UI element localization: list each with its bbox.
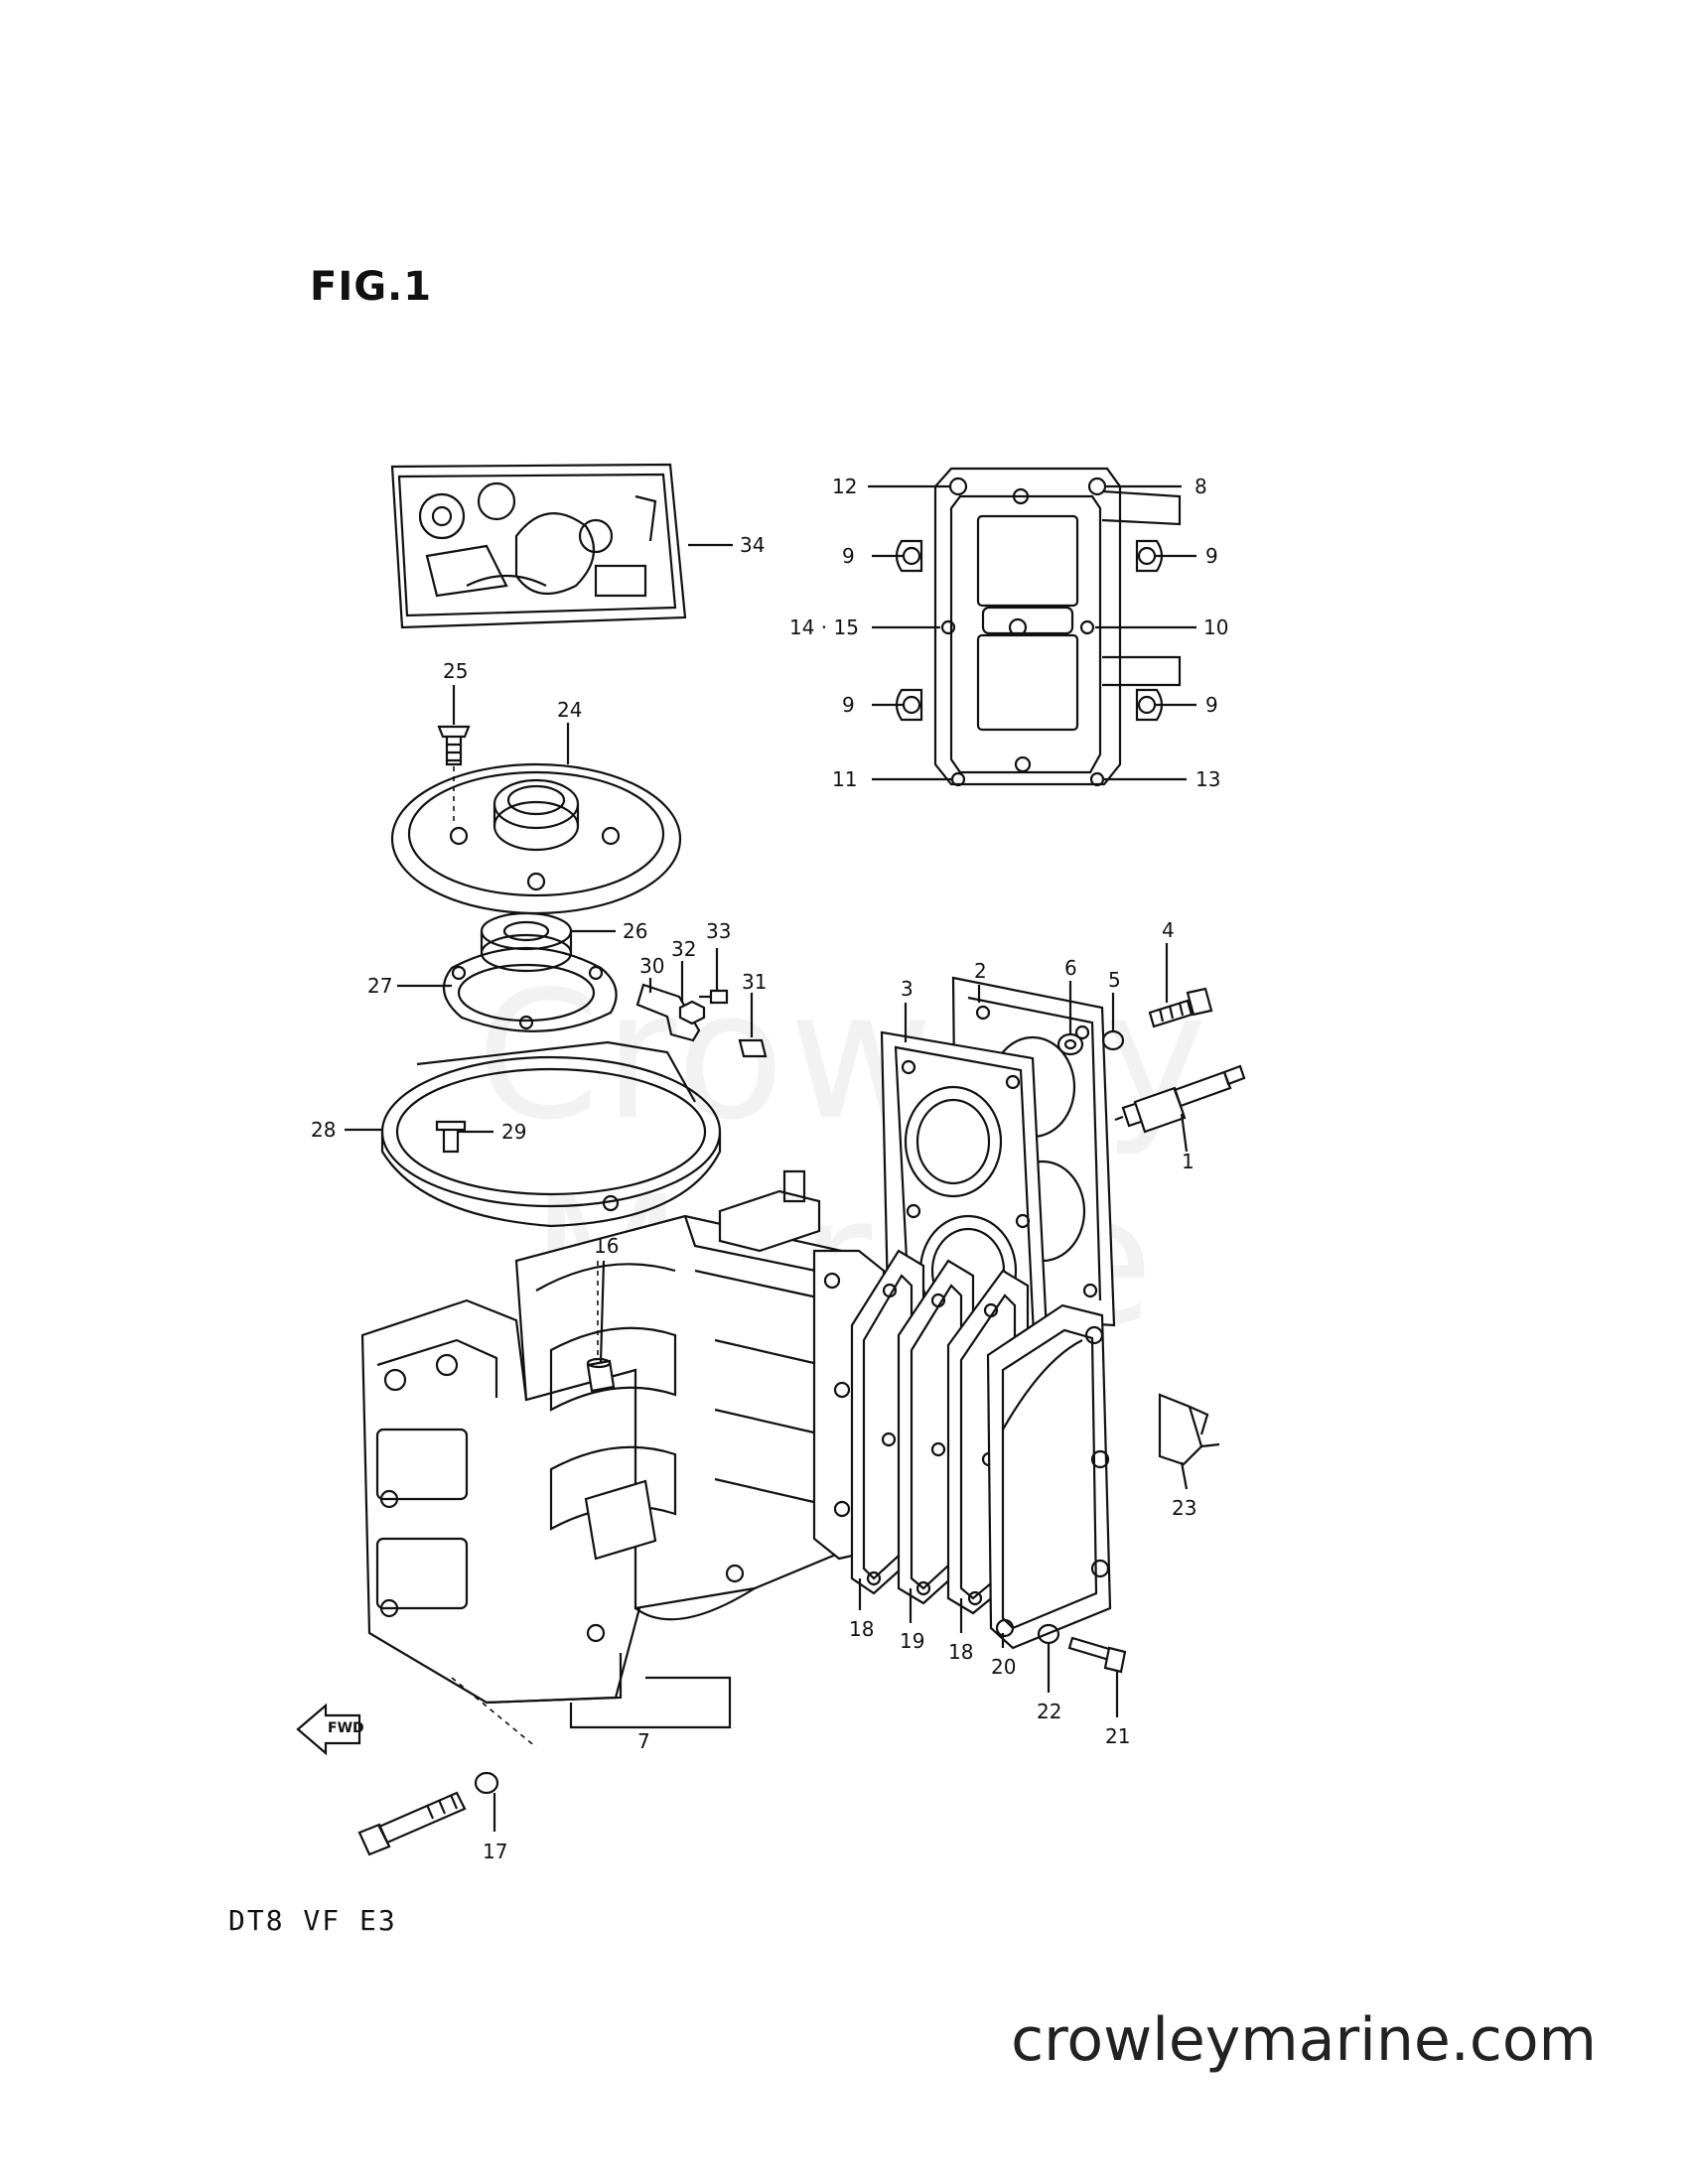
callout-33: 33 xyxy=(706,919,731,943)
part-17-bolt xyxy=(357,1791,467,1856)
callout-27: 27 xyxy=(367,974,392,998)
callout-11: 11 xyxy=(832,767,857,791)
callout-22: 22 xyxy=(1037,1700,1061,1723)
fwd-label: FWD xyxy=(328,1720,364,1736)
callout-7: 7 xyxy=(637,1729,650,1753)
callout-1: 1 xyxy=(1182,1150,1195,1173)
callout-labels: 1 2 3 4 5 6 7 8 9 9 9 9 10 11 12 13 14 ·… xyxy=(311,475,1228,1863)
callout-25: 25 xyxy=(443,659,468,683)
callout-10: 10 xyxy=(1203,615,1228,639)
callout-4: 4 xyxy=(1162,918,1175,942)
callout-26: 26 xyxy=(623,919,647,943)
callout-9: 9 xyxy=(842,544,855,568)
figure-title: FIG.1 xyxy=(310,264,433,310)
callout-8: 8 xyxy=(1195,475,1207,498)
part-16-dowel-pin xyxy=(586,1261,616,1393)
website-link[interactable]: crowleymarine.com xyxy=(1011,2005,1597,2075)
callout-9: 9 xyxy=(1205,693,1218,717)
model-code: DT8 VF E3 xyxy=(228,1904,397,1937)
callout-20: 20 xyxy=(991,1655,1016,1679)
callout-19: 19 xyxy=(900,1629,924,1653)
part-31-clip xyxy=(738,1038,768,1058)
callout-3: 3 xyxy=(901,977,914,1001)
callout-5: 5 xyxy=(1108,968,1121,992)
callout-23: 23 xyxy=(1172,1496,1196,1520)
callout-21: 21 xyxy=(1105,1724,1130,1748)
part-27-gasket xyxy=(442,947,618,1032)
part-21-bolt xyxy=(1067,1636,1127,1674)
callout-16: 16 xyxy=(594,1234,619,1258)
part-20-cover-plate xyxy=(986,1303,1112,1650)
callout-29: 29 xyxy=(501,1120,526,1144)
part-26-oil-seal xyxy=(480,911,573,973)
part-25-screw xyxy=(437,725,471,824)
callout-30: 30 xyxy=(639,954,664,978)
part-34-gasket-set xyxy=(390,463,687,629)
part-4-bolt xyxy=(1148,987,1213,1028)
callout-28: 28 xyxy=(311,1118,336,1142)
part-33-screw xyxy=(699,989,729,1005)
fwd-arrow-icon: FWD xyxy=(296,1703,364,1756)
part-7-crankcase xyxy=(360,1169,886,1705)
part-29-screw xyxy=(435,1120,467,1154)
callout-24: 24 xyxy=(557,698,582,722)
part-23-bracket xyxy=(1158,1393,1220,1466)
part-24-disc xyxy=(390,762,682,915)
part-32-nut xyxy=(678,1000,706,1025)
part-1-spark-plug xyxy=(1114,1064,1246,1134)
callout-13: 13 xyxy=(1196,767,1220,791)
callout-9: 9 xyxy=(1205,544,1218,568)
part-17-washer xyxy=(474,1771,499,1795)
part-5-lockwasher xyxy=(1101,1029,1125,1051)
callout-34: 34 xyxy=(740,533,765,557)
callout-17: 17 xyxy=(483,1840,507,1863)
callout-6: 6 xyxy=(1064,956,1077,980)
callout-31: 31 xyxy=(742,970,767,994)
callout-14-15: 14 · 15 xyxy=(789,615,859,639)
part-22-washer xyxy=(1037,1623,1060,1645)
callout-12: 12 xyxy=(832,475,857,498)
part-28-ring xyxy=(380,1040,722,1228)
callout-32: 32 xyxy=(671,937,696,961)
callout-18: 18 xyxy=(849,1617,874,1641)
leader-lines xyxy=(345,484,1196,1832)
callout-18: 18 xyxy=(948,1640,973,1664)
callout-9: 9 xyxy=(842,693,855,717)
callout-2: 2 xyxy=(974,959,987,983)
